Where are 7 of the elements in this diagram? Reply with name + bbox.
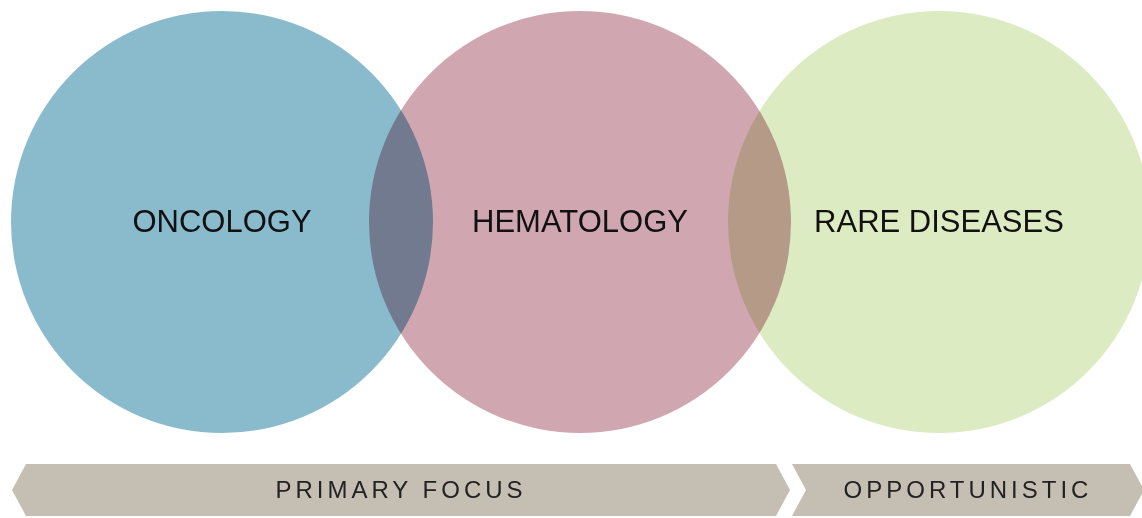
band-label: PRIMARY FOCUS	[275, 476, 527, 504]
chevron-band	[792, 464, 1142, 516]
circle-label: HEMATOLOGY	[472, 204, 688, 240]
chevron-band	[12, 464, 790, 516]
band-label: OPPORTUNISTIC	[843, 476, 1093, 504]
circle-label: ONCOLOGY	[132, 204, 312, 240]
circle-label: RARE DISEASES	[814, 204, 1064, 240]
